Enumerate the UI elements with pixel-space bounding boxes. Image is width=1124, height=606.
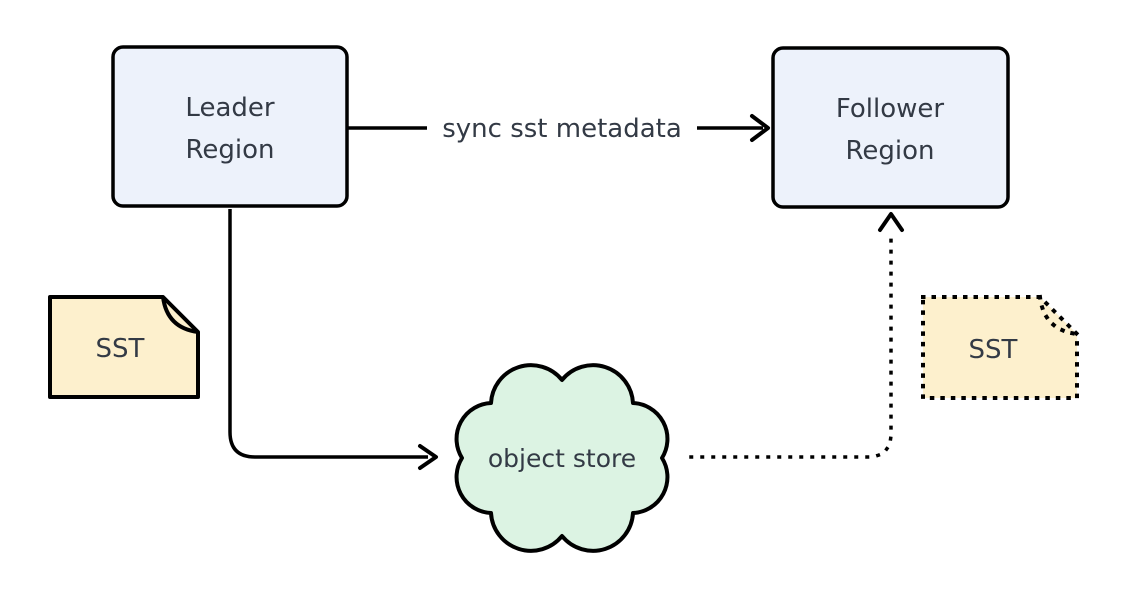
arrowhead-right-icon xyxy=(750,114,770,142)
sst-left-label: SST xyxy=(96,334,145,364)
sst-right-document xyxy=(921,295,1079,400)
sst-left-document xyxy=(48,295,200,399)
follower-region-node: Follower Region xyxy=(771,46,1010,209)
leader-region-node: Leader Region xyxy=(111,45,349,208)
sst-right-fold-corner xyxy=(1037,294,1080,337)
store-to-follower-edge xyxy=(689,212,904,459)
arrowhead-up-icon xyxy=(878,212,904,232)
leader-to-store-line xyxy=(228,209,428,459)
follower-region-label-line1: Follower xyxy=(836,94,945,124)
follower-region-label-line2: Region xyxy=(845,136,934,166)
leader-region-label-line2: Region xyxy=(185,135,274,165)
sst-left-node: SST xyxy=(48,295,200,399)
object-store-node: object store xyxy=(454,363,670,553)
sync-edge-label: sync sst metadata xyxy=(442,114,682,144)
object-store-label: object store xyxy=(488,444,636,473)
sst-right-node: SST xyxy=(921,294,1080,400)
leader-region-label-line1: Leader xyxy=(185,93,274,123)
leader-region-box xyxy=(111,45,349,208)
object-store-cloud xyxy=(454,363,670,553)
leader-to-store-edge xyxy=(228,209,438,470)
arrowhead-right-icon xyxy=(418,444,438,470)
follower-region-box xyxy=(771,46,1010,209)
sst-right-label: SST xyxy=(969,335,1018,365)
store-to-follower-line xyxy=(689,228,893,459)
sst-left-fold-corner xyxy=(161,296,199,334)
sync-metadata-edge: sync sst metadata xyxy=(347,114,770,144)
